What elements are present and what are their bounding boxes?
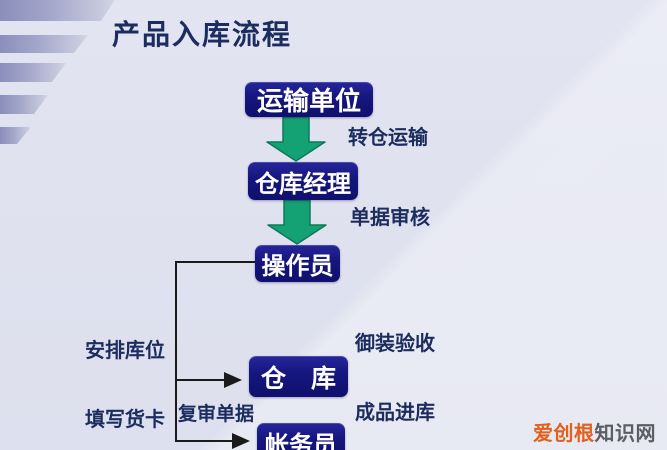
node-label: 帐务员 <box>265 431 337 450</box>
deco-bar <box>0 63 66 82</box>
side-label-unload-accept: 御装验收 成品进库 <box>355 287 435 450</box>
watermark-brand: 爱创根 <box>533 423 595 445</box>
deco-bar <box>0 35 88 53</box>
node-label: 仓 库 <box>260 364 336 393</box>
watermark-suffix: 知识网 <box>594 423 656 445</box>
edge-label-recheck: 复审单据 <box>178 404 255 425</box>
flow-node-transport-unit: 运输单位 <box>245 82 373 117</box>
connector-operator-accountant <box>175 261 255 449</box>
flow-node-operator: 操作员 <box>255 245 340 282</box>
label-line: 填写货卡 <box>85 409 165 431</box>
deco-bar <box>0 0 115 21</box>
node-label: 操作员 <box>261 253 334 280</box>
flow-node-warehouse: 仓 库 <box>249 356 348 397</box>
edge-label-doc-review: 单据审核 <box>350 207 430 229</box>
flow-node-warehouse-manager: 仓库经理 <box>248 162 358 200</box>
down-arrow-icon <box>266 116 326 162</box>
label-line: 安排库位 <box>85 340 165 362</box>
watermark: 爱创根知识网 <box>533 417 656 446</box>
node-label: 仓库经理 <box>255 170 351 198</box>
edge-label-transfer: 转仓运输 <box>348 127 428 149</box>
side-label-arrange-location: 安排库位 填写货卡 <box>85 294 165 450</box>
label-line: 成品进库 <box>355 402 435 424</box>
deco-bar <box>0 95 48 114</box>
node-label: 运输单位 <box>256 86 361 116</box>
slide-title: 产品入库流程 <box>112 19 293 50</box>
label-line: 御装验收 <box>355 333 435 355</box>
flow-node-accountant: 帐务员 <box>257 423 345 450</box>
down-arrow-icon <box>267 199 327 245</box>
